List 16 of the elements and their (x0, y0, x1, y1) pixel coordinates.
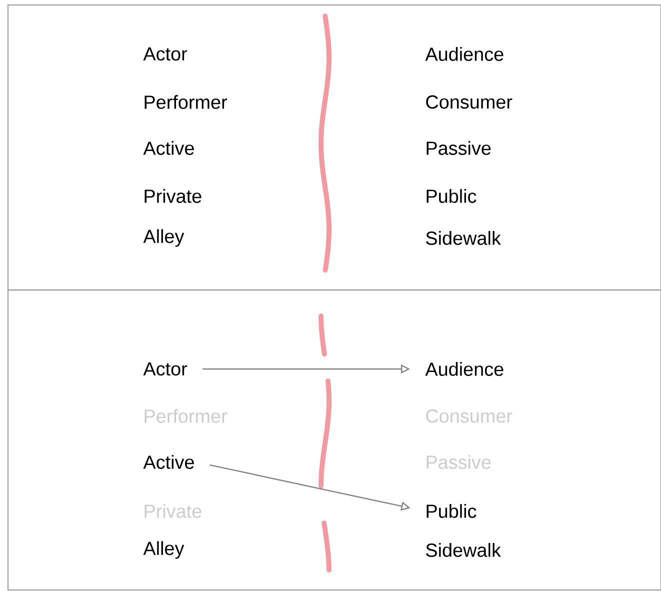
word: Performer (144, 95, 228, 109)
word: Sidewalk (426, 231, 501, 245)
word: Actor (143, 47, 188, 61)
word: Active (143, 141, 194, 155)
word: Consumer (426, 95, 512, 109)
word: Audience (425, 47, 504, 61)
word: Active (143, 455, 194, 469)
word: Private (144, 189, 202, 203)
word: Passive (426, 141, 491, 155)
word: Public (426, 189, 476, 203)
word: Alley (143, 229, 184, 247)
word: Actor (143, 362, 188, 376)
word: Audience (425, 362, 504, 376)
word: Alley (143, 541, 184, 559)
word: Sidewalk (426, 543, 501, 557)
word: Public (426, 504, 476, 518)
